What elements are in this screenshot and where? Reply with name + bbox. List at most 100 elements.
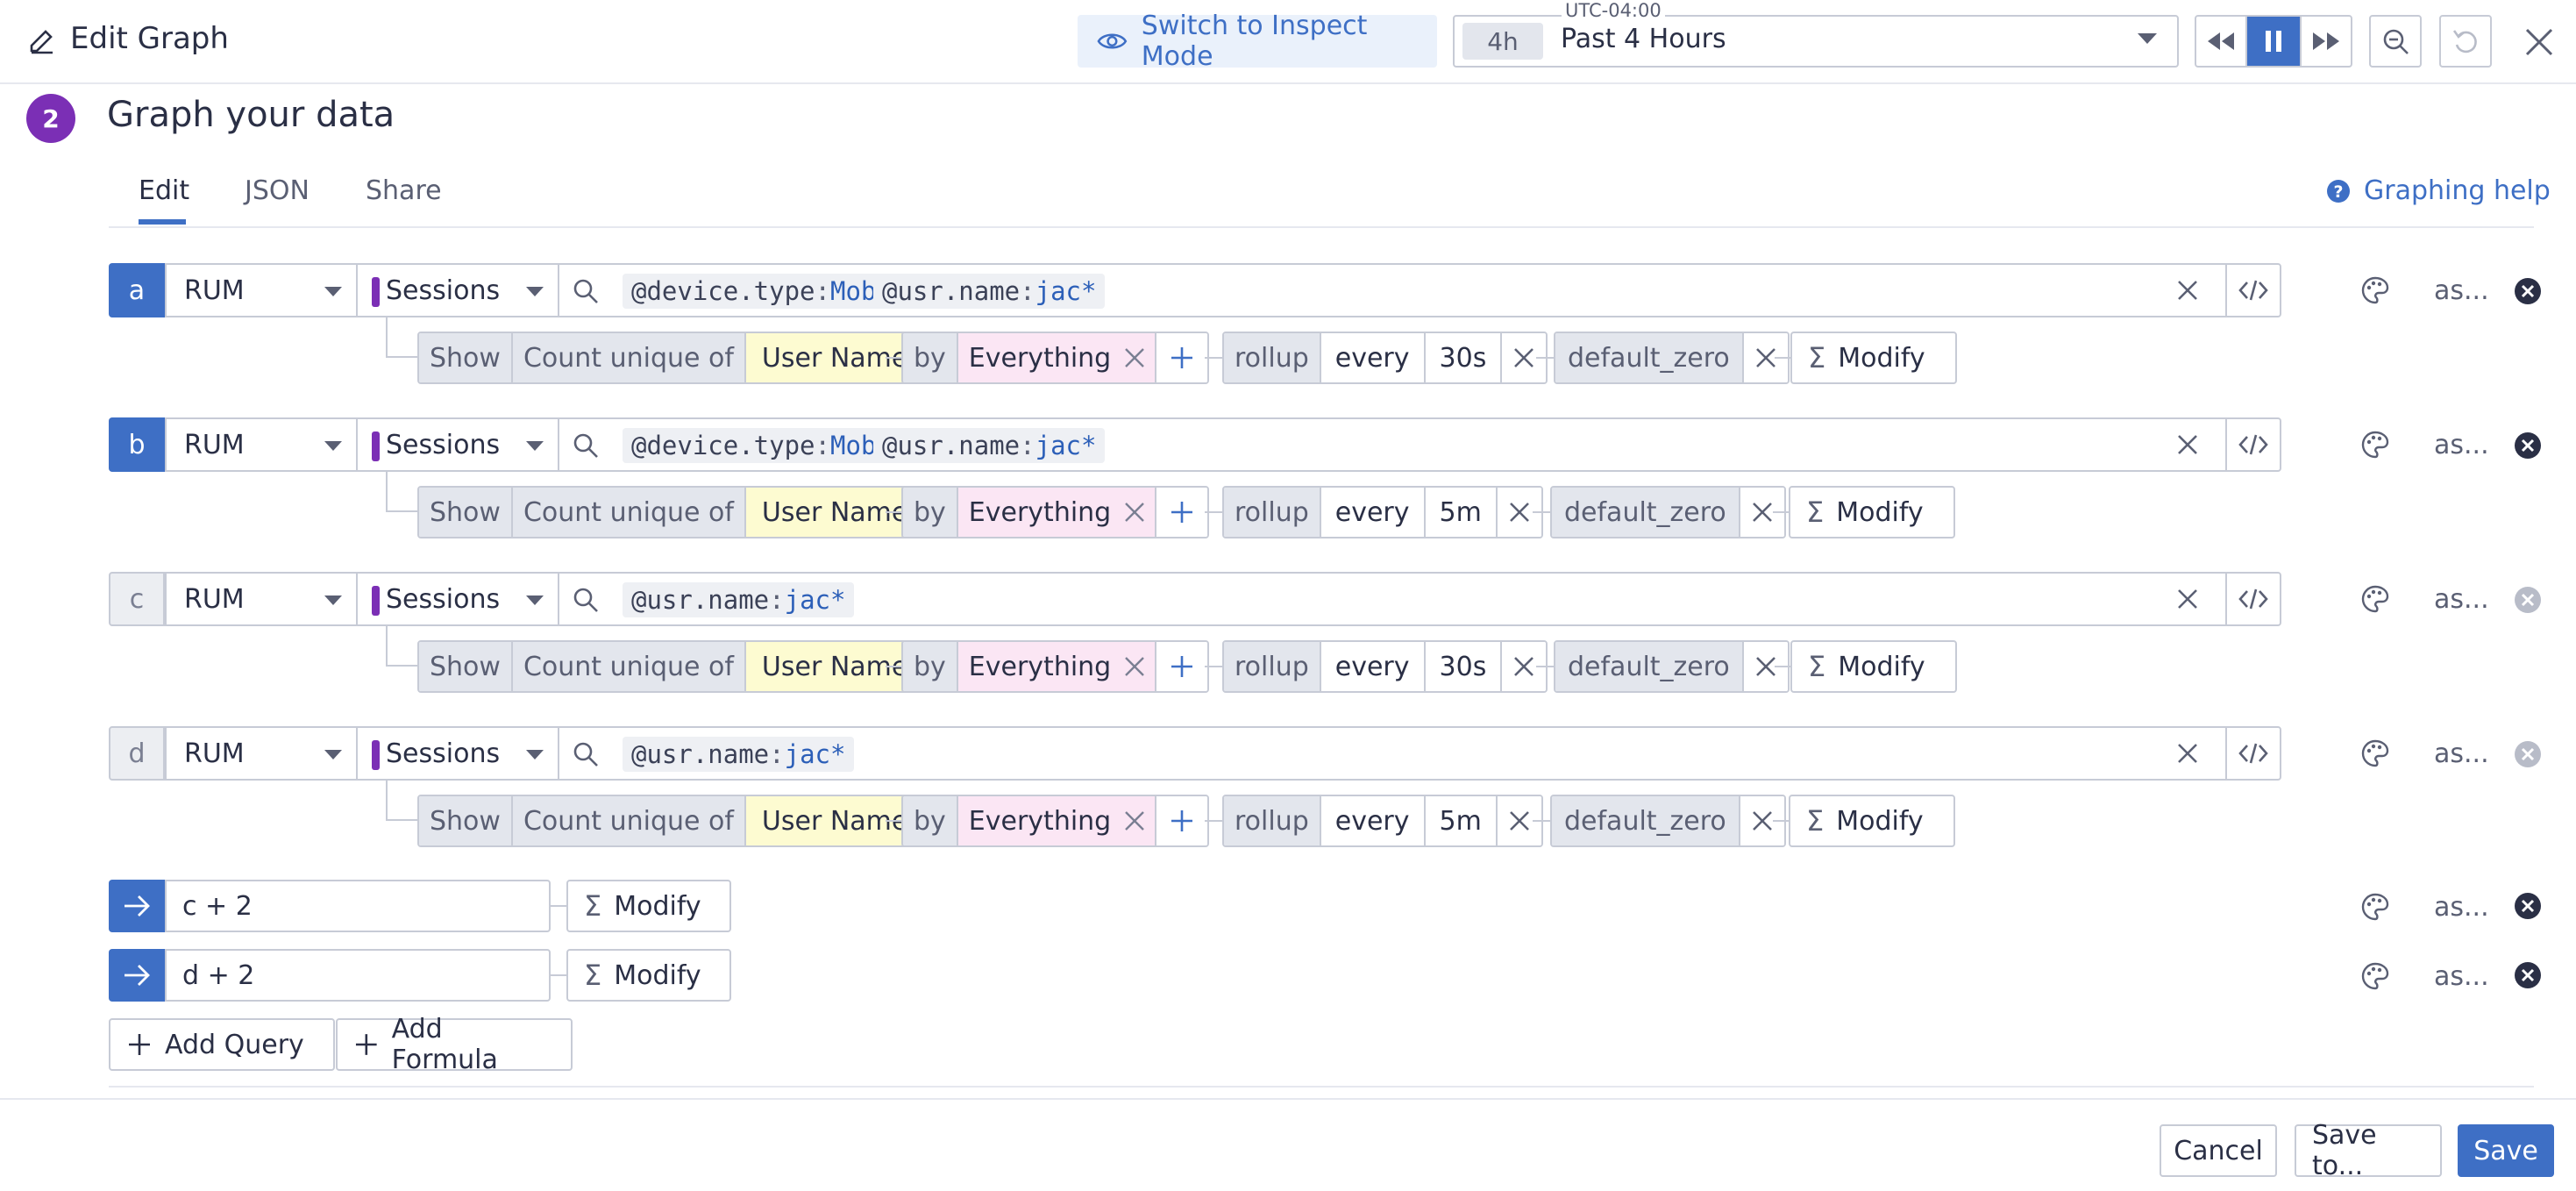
- function-chip[interactable]: default_zero: [1552, 488, 1740, 537]
- data-source-select[interactable]: RUM: [165, 417, 358, 472]
- close-icon[interactable]: [1511, 345, 1537, 371]
- formula-input[interactable]: c + 2: [165, 880, 551, 932]
- close-icon[interactable]: [1749, 499, 1775, 525]
- add-group-by-button[interactable]: [1156, 642, 1208, 691]
- query-letter-toggle[interactable]: b: [109, 417, 165, 472]
- group-by-chip[interactable]: Everything: [957, 488, 1157, 537]
- palette-icon[interactable]: [2360, 430, 2390, 460]
- filter-chip-user-name[interactable]: @usr.name:jac*: [873, 428, 1106, 463]
- remove-query-icon[interactable]: [2514, 740, 2542, 768]
- query-letter-toggle[interactable]: a: [109, 263, 165, 317]
- cancel-button[interactable]: Cancel: [2160, 1124, 2277, 1177]
- group-by-chip[interactable]: Everything: [957, 642, 1157, 691]
- add-formula-button[interactable]: Add Formula: [336, 1014, 573, 1075]
- graphing-help-link[interactable]: ? Graphing help: [2325, 175, 2551, 206]
- save-to-button[interactable]: Save to...: [2295, 1120, 2442, 1181]
- remove-query-icon[interactable]: [2514, 586, 2542, 614]
- formula-toggle[interactable]: [109, 880, 165, 932]
- aggregation-select[interactable]: Count unique of: [512, 642, 746, 691]
- fast-forward-button[interactable]: [2300, 17, 2351, 66]
- data-source-select[interactable]: RUM: [165, 572, 358, 626]
- code-view-button[interactable]: [2225, 728, 2280, 779]
- code-view-button[interactable]: [2225, 419, 2280, 470]
- time-picker[interactable]: [1453, 15, 2179, 68]
- formula-toggle[interactable]: [109, 949, 165, 1002]
- aggregation-select[interactable]: Count unique of: [512, 333, 746, 382]
- close-icon[interactable]: [1506, 499, 1533, 525]
- code-view-button[interactable]: [2225, 574, 2280, 624]
- close-icon[interactable]: [1121, 345, 1148, 371]
- close-icon[interactable]: [2174, 740, 2201, 767]
- chevron-down-icon[interactable]: [2138, 33, 2157, 44]
- rewind-button[interactable]: [2196, 17, 2247, 66]
- close-icon[interactable]: [1511, 653, 1537, 680]
- event-type-select[interactable]: Sessions: [356, 572, 559, 626]
- palette-icon[interactable]: [2360, 961, 2390, 991]
- query-search-input[interactable]: @usr.name:jac*: [558, 726, 2281, 781]
- close-icon[interactable]: [1121, 808, 1148, 834]
- tab-edit[interactable]: Edit: [139, 175, 190, 206]
- rollup-interval-select[interactable]: 5m: [1425, 796, 1498, 845]
- group-by-chip[interactable]: Everything: [957, 333, 1157, 382]
- zoom-out-button[interactable]: [2369, 15, 2422, 68]
- palette-icon[interactable]: [2360, 275, 2390, 305]
- alias-input[interactable]: as...: [2434, 275, 2489, 306]
- pause-button[interactable]: [2247, 17, 2300, 66]
- remove-formula-icon[interactable]: [2514, 961, 2542, 989]
- formula-input[interactable]: d + 2: [165, 949, 551, 1002]
- palette-icon[interactable]: [2360, 584, 2390, 614]
- rollup-method-select[interactable]: every: [1320, 333, 1426, 382]
- save-button[interactable]: Save: [2458, 1124, 2554, 1177]
- close-icon[interactable]: [1753, 653, 1779, 680]
- add-group-by-button[interactable]: [1156, 488, 1208, 537]
- query-letter-toggle[interactable]: c: [109, 572, 165, 626]
- add-group-by-button[interactable]: [1156, 333, 1208, 382]
- palette-icon[interactable]: [2360, 738, 2390, 768]
- rollup-method-select[interactable]: every: [1320, 642, 1426, 691]
- remove-formula-icon[interactable]: [2514, 892, 2542, 920]
- function-chip[interactable]: default_zero: [1552, 796, 1740, 845]
- query-search-input[interactable]: @device.type:Mobile@usr.name:jac*: [558, 417, 2281, 472]
- aggregation-select[interactable]: Count unique of: [512, 488, 746, 537]
- remove-query-icon[interactable]: [2514, 277, 2542, 305]
- alias-input[interactable]: as...: [2434, 430, 2489, 460]
- filter-chip-user-name[interactable]: @usr.name:jac*: [623, 582, 855, 617]
- close-icon[interactable]: [2174, 431, 2201, 458]
- data-source-select[interactable]: RUM: [165, 726, 358, 781]
- alias-input[interactable]: as...: [2434, 584, 2489, 615]
- close-icon[interactable]: [1749, 808, 1775, 834]
- reset-button[interactable]: [2439, 15, 2492, 68]
- query-search-input[interactable]: @device.type:Mobile@usr.name:jac*: [558, 263, 2281, 317]
- event-type-select[interactable]: Sessions: [356, 417, 559, 472]
- close-icon[interactable]: [1121, 499, 1148, 525]
- close-icon[interactable]: [1753, 345, 1779, 371]
- rollup-method-select[interactable]: every: [1320, 488, 1426, 537]
- event-type-select[interactable]: Sessions: [356, 726, 559, 781]
- remove-query-icon[interactable]: [2514, 431, 2542, 460]
- close-icon[interactable]: [1121, 653, 1148, 680]
- facet-select[interactable]: User Name: [745, 488, 924, 537]
- close-icon[interactable]: [2174, 277, 2201, 303]
- filter-chip-user-name[interactable]: @usr.name:jac*: [623, 737, 855, 772]
- group-by-chip[interactable]: Everything: [957, 796, 1157, 845]
- function-chip[interactable]: default_zero: [1555, 642, 1744, 691]
- alias-input[interactable]: as...: [2434, 892, 2489, 923]
- query-letter-toggle[interactable]: d: [109, 726, 165, 781]
- rollup-interval-select[interactable]: 30s: [1425, 333, 1503, 382]
- filter-chip-user-name[interactable]: @usr.name:jac*: [873, 274, 1106, 309]
- switch-inspect-mode-button[interactable]: Switch to Inspect Mode: [1078, 11, 1437, 72]
- code-view-button[interactable]: [2225, 265, 2280, 316]
- facet-select[interactable]: User Name: [745, 642, 924, 691]
- add-query-button[interactable]: Add Query: [109, 1018, 335, 1071]
- close-icon[interactable]: [1506, 808, 1533, 834]
- alias-input[interactable]: as...: [2434, 961, 2489, 992]
- close-icon[interactable]: [2522, 25, 2557, 60]
- rollup-method-select[interactable]: every: [1320, 796, 1426, 845]
- rollup-interval-select[interactable]: 30s: [1425, 642, 1503, 691]
- add-group-by-button[interactable]: [1156, 796, 1208, 845]
